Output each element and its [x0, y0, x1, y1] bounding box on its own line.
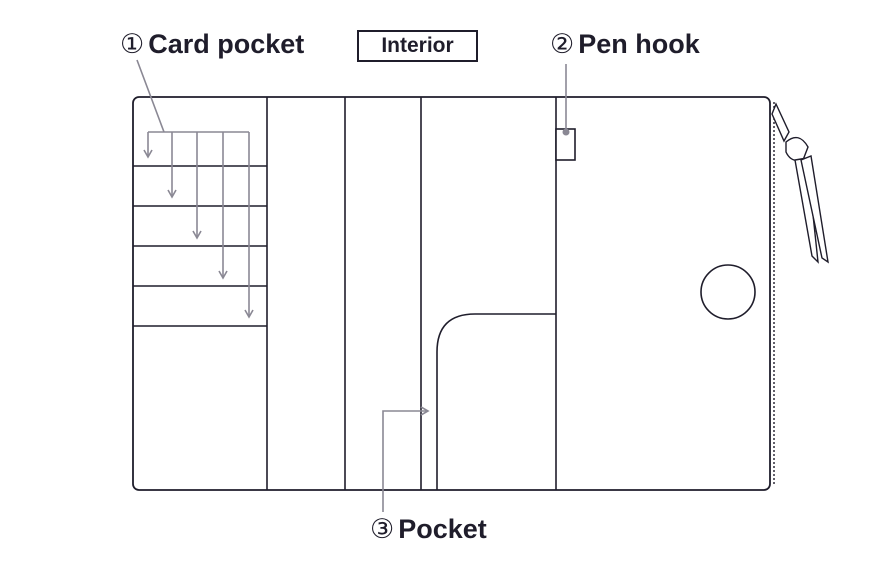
panel-dividers — [266, 97, 557, 490]
zipper-pull — [771, 102, 829, 264]
pocket-callout — [382, 406, 430, 512]
pen-hook-number: ② — [550, 29, 575, 59]
inner-pocket — [436, 313, 556, 490]
card-pocket-text: Card pocket — [148, 29, 305, 59]
snap-button — [700, 264, 756, 320]
wallet-outline — [132, 96, 771, 491]
interior-badge: Interior — [357, 30, 478, 62]
card-pocket-arrows — [136, 59, 254, 319]
pen-hook-callout — [562, 64, 570, 136]
pocket-text: Pocket — [398, 514, 487, 544]
card-pocket-number: ① — [120, 29, 145, 59]
pocket-number: ③ — [370, 514, 395, 544]
pen-hook-text: Pen hook — [578, 29, 700, 59]
card-pocket-slots — [133, 165, 267, 327]
